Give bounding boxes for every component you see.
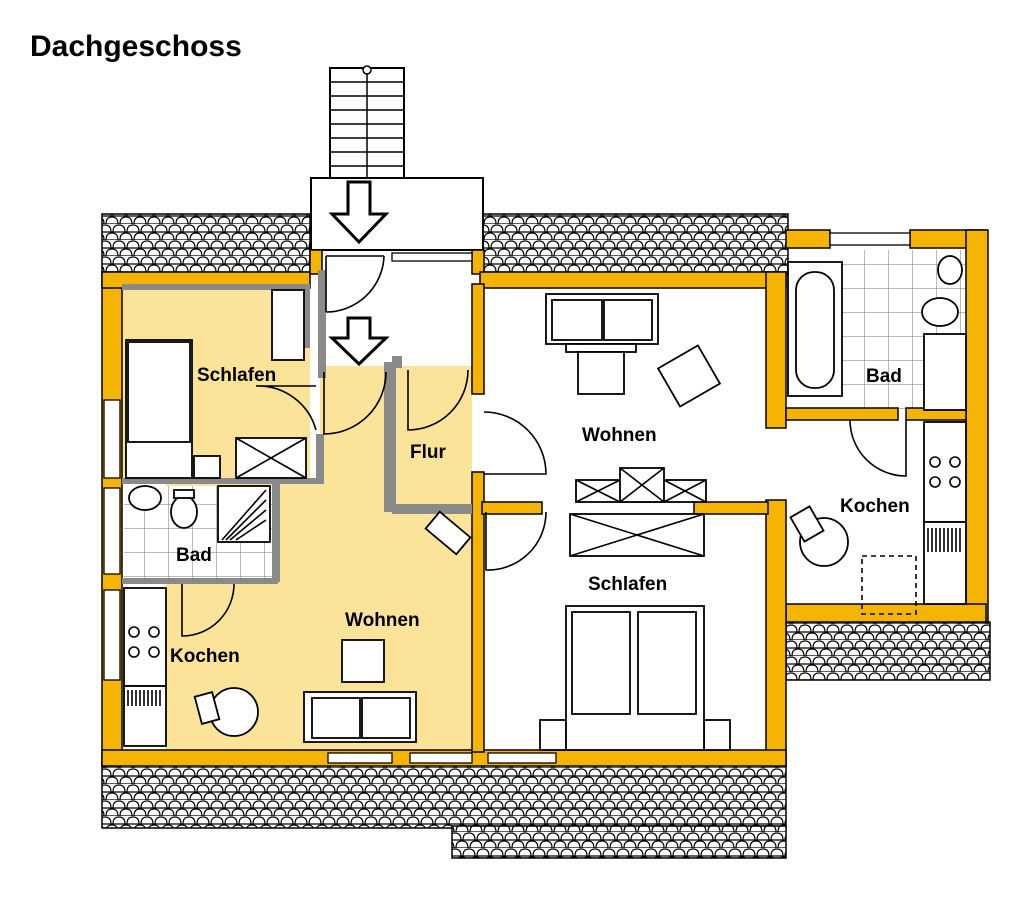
plan-title: Dachgeschoss [30, 30, 242, 63]
room-label-flur: Flur [410, 442, 446, 463]
right-living-furniture [545, 293, 722, 503]
stair-arrows [328, 180, 390, 367]
windows [103, 232, 911, 764]
room-label-left-bad: Bad [176, 545, 212, 566]
interior-walls [122, 270, 472, 584]
room-label-right-kochen: Kochen [840, 496, 910, 517]
left-kitchen-furniture [123, 587, 259, 747]
right-kitchen-furniture [789, 421, 967, 615]
room-label-right-wohnen: Wohnen [582, 425, 657, 446]
staircase [310, 65, 484, 251]
left-bathroom-fixtures [128, 485, 271, 543]
room-label-left-kochen: Kochen [170, 646, 240, 667]
left-living-furniture [303, 510, 472, 743]
right-bathroom-fixtures [787, 255, 967, 411]
room-label-left-schlafen: Schlafen [197, 365, 276, 386]
left-bedroom-furniture [125, 289, 307, 479]
right-bedroom-furniture [539, 513, 731, 751]
room-label-right-bad: Bad [866, 366, 902, 387]
room-label-right-schlafen: Schlafen [588, 574, 667, 595]
doors [181, 255, 907, 637]
room-label-left-wohnen: Wohnen [345, 610, 420, 631]
